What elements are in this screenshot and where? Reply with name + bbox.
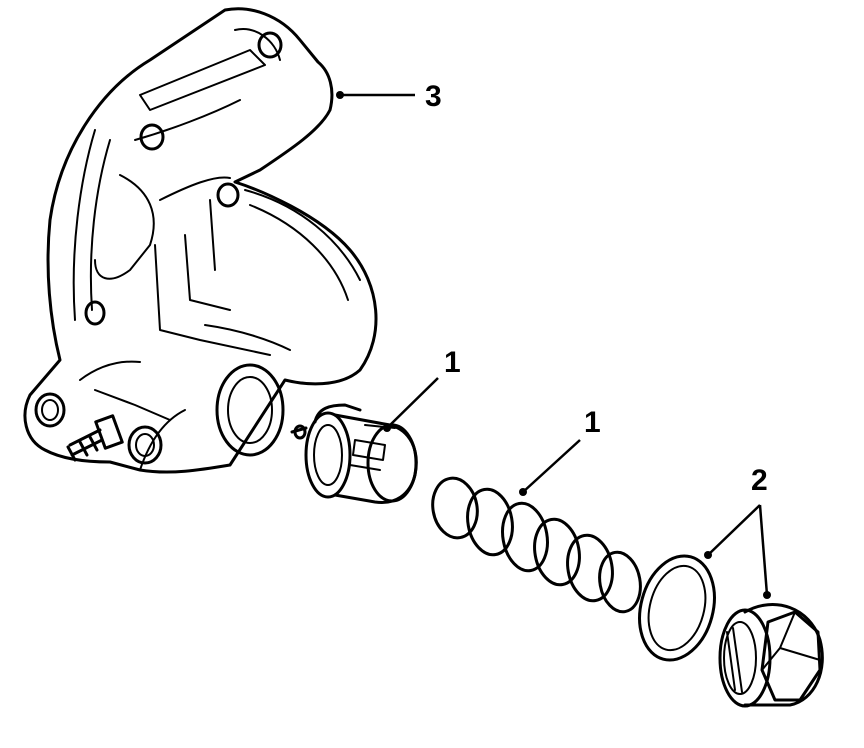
plug-bolt (718, 603, 824, 708)
thermostat (290, 403, 418, 505)
thermostat-housing (23, 7, 378, 474)
spring (431, 476, 642, 614)
sealing-ring (638, 554, 716, 662)
callout-leaders (336, 91, 771, 599)
callout-2: 2 (751, 464, 768, 497)
callout-1b: 1 (584, 406, 601, 439)
callout-3: 3 (425, 80, 442, 113)
callout-1a: 1 (444, 346, 461, 379)
